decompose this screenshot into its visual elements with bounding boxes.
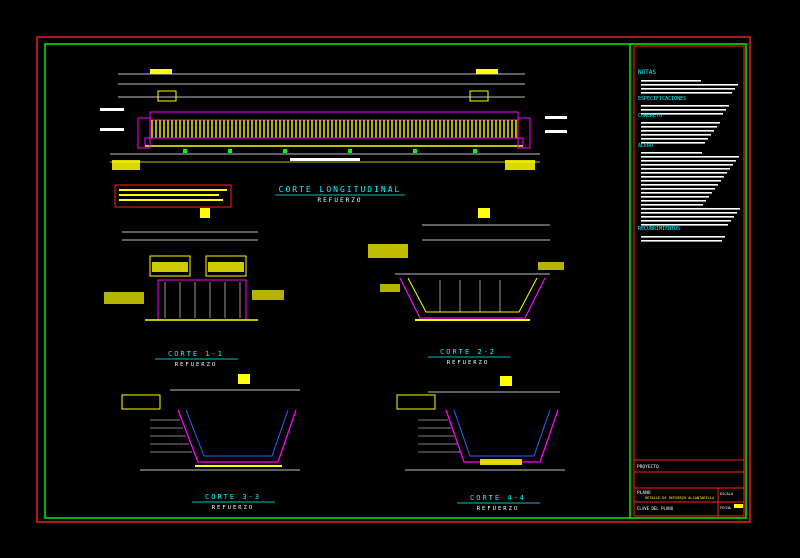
note-text-line [641,208,740,210]
note-text-line [641,204,703,206]
note-text-line [641,152,702,154]
section-4-4: CORTE 4-4 REFUERZO [396,376,565,512]
key-label: CLAVE DEL PLANO [637,506,674,511]
note-text-line [641,188,715,190]
notes-subheading-4: RECUBRIMIENTOS [638,226,680,232]
note-text-line [641,160,736,162]
section-4-4-subtitle: REFUERZO [477,506,520,512]
scale-label: ESCALA [720,492,734,496]
notes-heading: NOTAS [638,69,656,76]
section-4-4-title: CORTE 4-4 [470,494,526,502]
note-text-line [641,224,728,226]
title-block-inner [633,45,745,517]
note-text-line [641,126,717,128]
note-text-line [641,164,733,166]
note-text-line [641,192,712,194]
note-text-line [641,138,708,140]
section-2-2-subtitle: REFUERZO [447,360,490,366]
section-1-1-title: CORTE 1-1 [168,350,224,358]
section-2-2-title: CORTE 2-2 [440,348,496,356]
plan-label: PLANO [637,490,651,496]
note-text-line [641,172,727,174]
title-block: PROYECTO PLANO DETALLE DE REFUERZO ALCAN… [634,459,744,516]
note-text-line [641,200,706,202]
note-text-line [641,134,711,136]
note-text-line [641,184,718,186]
note-text-line [641,156,739,158]
note-text-line [641,168,730,170]
section-3-3-subtitle: REFUERZO [212,505,255,511]
plan-value: DETALLE DE REFUERZO ALCANTARILLA [645,496,715,500]
note-text-line [641,240,722,242]
notes-subheading-2: CONCRETO [638,113,662,119]
note-text-line [641,220,731,222]
project-label: PROYECTO [637,464,659,470]
longitudinal-title: CORTE LONGITUDINAL [279,185,402,194]
note-text-line [641,80,701,82]
note-text-line [641,216,734,218]
section-3-3: CORTE 3-3 REFUERZO [121,374,300,511]
note-text-line [641,130,714,132]
note-text-line [641,92,732,94]
note-text-line [641,176,724,178]
notes-subheading-1: ESPECIFICACIONES [638,96,686,102]
longitudinal-section: CORTE LONGITUDINAL REFUERZO [100,69,567,204]
note-text-line [641,88,735,90]
notes-panel: NOTAS ESPECIFICACIONES CONCRETO ACERO RE… [638,69,740,242]
note-text-line [641,109,726,111]
section-1-1: CORTE 1-1 REFUERZO [104,208,284,368]
section-1-1-subtitle: REFUERZO [175,362,218,368]
general-note-box [114,184,232,208]
note-text-line [641,212,737,214]
note-text-line [641,142,705,144]
longitudinal-subtitle: REFUERZO [318,197,363,204]
section-3-3-title: CORTE 3-3 [205,493,261,501]
note-text-line [641,122,720,124]
note-text-line [641,105,729,107]
note-text-line [641,84,738,86]
inner-border [44,43,747,519]
note-text-line [641,113,723,115]
note-text-line [641,236,725,238]
notes-subheading-3: ACERO [638,143,653,149]
note-text-line [641,180,721,182]
date-label: FECHA [720,506,732,510]
section-2-2: CORTE 2-2 REFUERZO [368,208,564,366]
note-text-line [641,196,709,198]
outer-border [36,36,751,523]
